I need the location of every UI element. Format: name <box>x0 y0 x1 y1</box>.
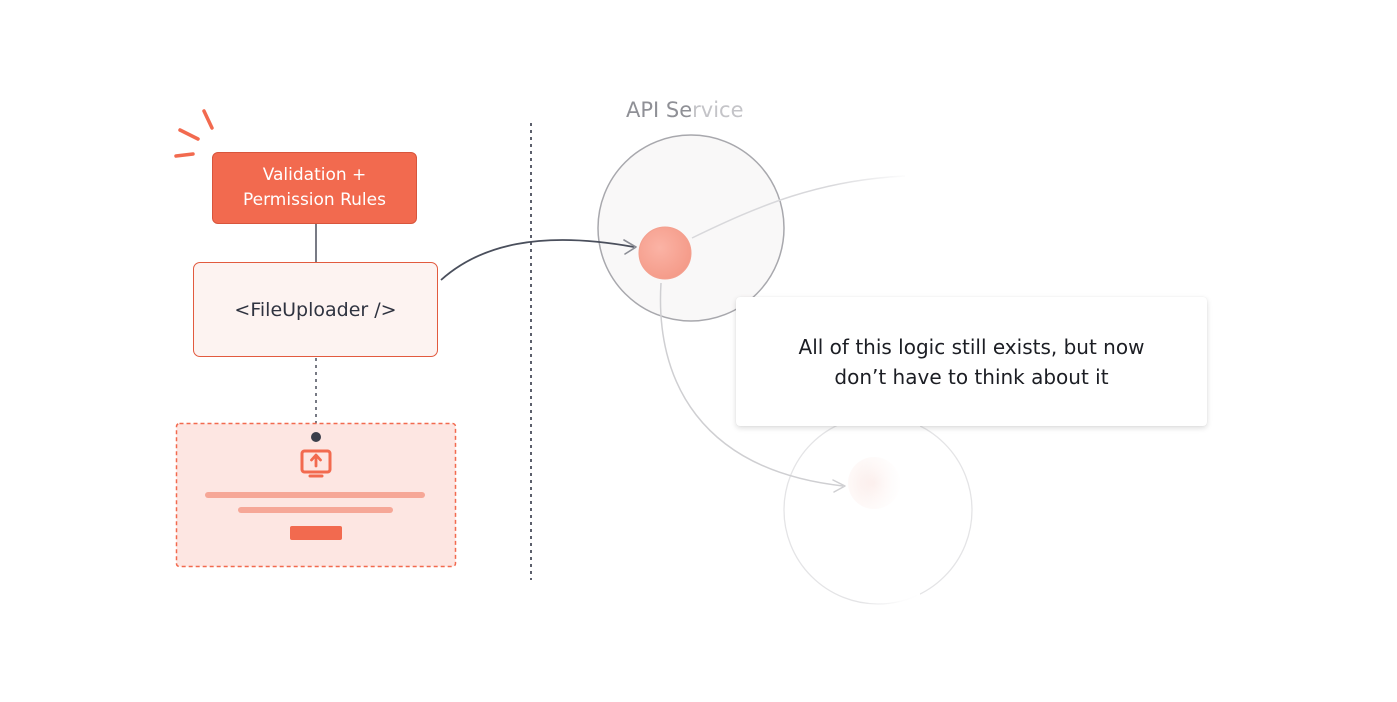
preview-skeleton-bar <box>238 507 393 513</box>
api-service-title: API Service <box>626 98 744 122</box>
explanation-card: All of this logic still exists, but now … <box>736 297 1207 426</box>
preview-skeleton-bar <box>205 492 425 498</box>
uploader-to-api-arrow <box>440 239 635 281</box>
validation-label-line1: Validation + <box>262 165 367 185</box>
api-service-node <box>638 226 692 280</box>
explanation-line2: don’t have to think about it <box>834 364 1109 389</box>
fade-overlay-ghost <box>860 400 920 630</box>
file-uploader-label: <FileUploader /> <box>234 298 397 321</box>
upload-monitor-icon <box>300 449 332 478</box>
api-service-title-part2: rvice <box>692 98 744 122</box>
outgoing-link-lower <box>659 282 844 487</box>
arrowhead-main <box>623 239 637 255</box>
preview-connector-dot <box>311 432 321 442</box>
validation-label-line2: Permission Rules <box>243 190 386 210</box>
file-uploader-box: <FileUploader /> <box>193 262 438 357</box>
validation-rules-box: Validation + Permission Rules <box>212 152 417 224</box>
arrowhead-lower <box>832 479 846 493</box>
preview-upload-button <box>290 526 342 540</box>
explanation-line1: All of this logic still exists, but now <box>798 334 1145 359</box>
api-service-circle <box>597 134 785 322</box>
fade-overlay <box>830 150 910 210</box>
api-service-title-part1: API Se <box>626 98 693 122</box>
sparkle-lines-icon <box>174 109 214 158</box>
